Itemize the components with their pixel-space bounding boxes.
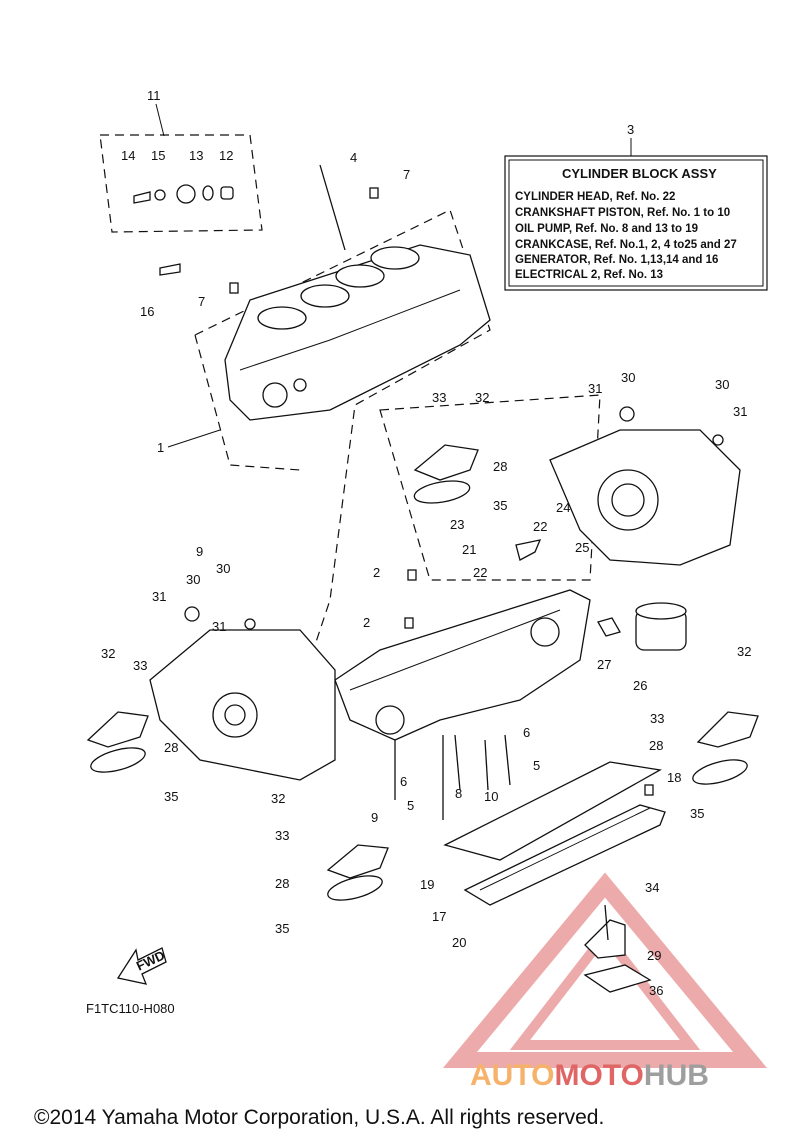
info-line-5: GENERATOR, Ref. No. 1,13,14 and 16: [515, 254, 718, 266]
callout-11: 11: [147, 88, 161, 103]
callout-29: 29: [647, 948, 661, 963]
watermark-logo: [442, 872, 768, 1068]
callout-31c: 31: [152, 589, 166, 604]
callout-28a: 28: [493, 459, 507, 474]
callout-8: 8: [455, 786, 462, 801]
callout-28b: 28: [649, 738, 663, 753]
part-code: F1TC110-H080: [86, 1001, 175, 1016]
callout-2a: 2: [373, 565, 380, 580]
callout-32d: 32: [271, 791, 285, 806]
callout-9: 9: [371, 810, 378, 825]
callout-12: 12: [219, 148, 233, 163]
callout-32c: 33: [133, 658, 147, 673]
watermark-moto: MOTO: [554, 1059, 643, 1092]
info-line-6: ELECTRICAL 2, Ref. No. 13: [515, 269, 663, 281]
callout-15: 15: [151, 148, 165, 163]
callout-7b: 7: [198, 294, 205, 309]
callout-30d: 30: [216, 561, 230, 576]
callout-31d: 31: [212, 619, 226, 634]
callout-7a: 7: [403, 167, 410, 182]
callout-34: 34: [645, 880, 659, 895]
callout-5a: 5: [533, 758, 540, 773]
callout-30b: 30: [715, 377, 729, 392]
copyright-text: ©2014 Yamaha Motor Corporation, U.S.A. A…: [34, 1106, 604, 1129]
callout-35a: 35: [493, 498, 507, 513]
info-line-3: OIL PUMP, Ref. No. 8 and 13 to 19: [515, 223, 698, 235]
callout-6a: 6: [523, 725, 530, 740]
left-case-cover: [149, 629, 336, 781]
callout-35b: 35: [690, 806, 704, 821]
callout-27: 27: [597, 657, 611, 672]
callout-35d: 35: [275, 921, 289, 936]
callout-2b: 2: [363, 615, 370, 630]
callout-19: 19: [420, 877, 434, 892]
crankcase: [334, 589, 591, 741]
oil-pan: [443, 761, 666, 906]
callout-21: 21: [462, 542, 476, 557]
callout-33b: 33: [650, 711, 664, 726]
watermark-hub: HUB: [644, 1059, 709, 1092]
callout-35c: 35: [164, 789, 178, 804]
callout-32b: 32: [737, 644, 751, 659]
callout-10: 10: [484, 789, 498, 804]
callout-18: 18: [667, 770, 681, 785]
callout-30c: 30: [186, 572, 200, 587]
callout-14: 14: [121, 148, 135, 163]
callout-16: 16: [140, 304, 154, 319]
info-line-2: CRANKSHAFT PISTON, Ref. No. 1 to 10: [515, 207, 730, 219]
info-line-1: CYLINDER HEAD, Ref. No. 22: [515, 191, 675, 203]
callout-1: 1: [157, 440, 164, 455]
small-parts: [133, 164, 724, 941]
svg-text:AUTOMOTOHUB: AUTOMOTOHUB: [470, 1059, 709, 1092]
callout-33a: 33: [432, 390, 446, 405]
callout-32a: 32: [475, 390, 489, 405]
callout-17: 17: [432, 909, 446, 924]
callout-6b: 6: [400, 774, 407, 789]
callout-22b: 22: [473, 565, 487, 580]
right-case-cover: [549, 429, 741, 566]
callout-26: 26: [633, 678, 647, 693]
group-outlines: [99, 134, 601, 661]
callout-30a: 30: [621, 370, 635, 385]
callout-4: 4: [350, 150, 357, 165]
callout-5b: 5: [407, 798, 414, 813]
info-box-title: CYLINDER BLOCK ASSY: [562, 166, 717, 181]
watermark-text: AUTOMOTOHUB: [470, 1059, 709, 1092]
info-line-4: CRANKCASE, Ref. No.1, 2, 4 to25 and 27: [515, 239, 737, 251]
callouts: 11 14 15 13 12 16 4 7 7 1 33 32 28 35 31…: [101, 88, 751, 998]
info-box: 3 CYLINDER BLOCK ASSY CYLINDER HEAD, Ref…: [504, 122, 768, 291]
callout-31a: 31: [588, 381, 602, 396]
callout-3: 3: [627, 122, 634, 137]
cylinder-block: [224, 244, 491, 421]
callout-25: 25: [575, 540, 589, 555]
callout-9-small: 9: [196, 544, 203, 559]
callout-36: 36: [649, 983, 663, 998]
breather-covers: [86, 444, 759, 993]
callout-28c: 28: [164, 740, 178, 755]
callout-33c: 32: [101, 646, 115, 661]
callout-24: 24: [556, 500, 570, 515]
watermark-auto: AUTO: [470, 1059, 554, 1092]
callout-33d: 33: [275, 828, 289, 843]
callout-23: 23: [450, 517, 464, 532]
oil-filter: [597, 602, 687, 651]
callout-31b: 31: [733, 404, 747, 419]
callout-13: 13: [189, 148, 203, 163]
callout-22a: 22: [533, 519, 547, 534]
fwd-arrow-icon: FWD: [116, 947, 167, 985]
callout-20: 20: [452, 935, 466, 950]
callout-28d: 28: [275, 876, 289, 891]
